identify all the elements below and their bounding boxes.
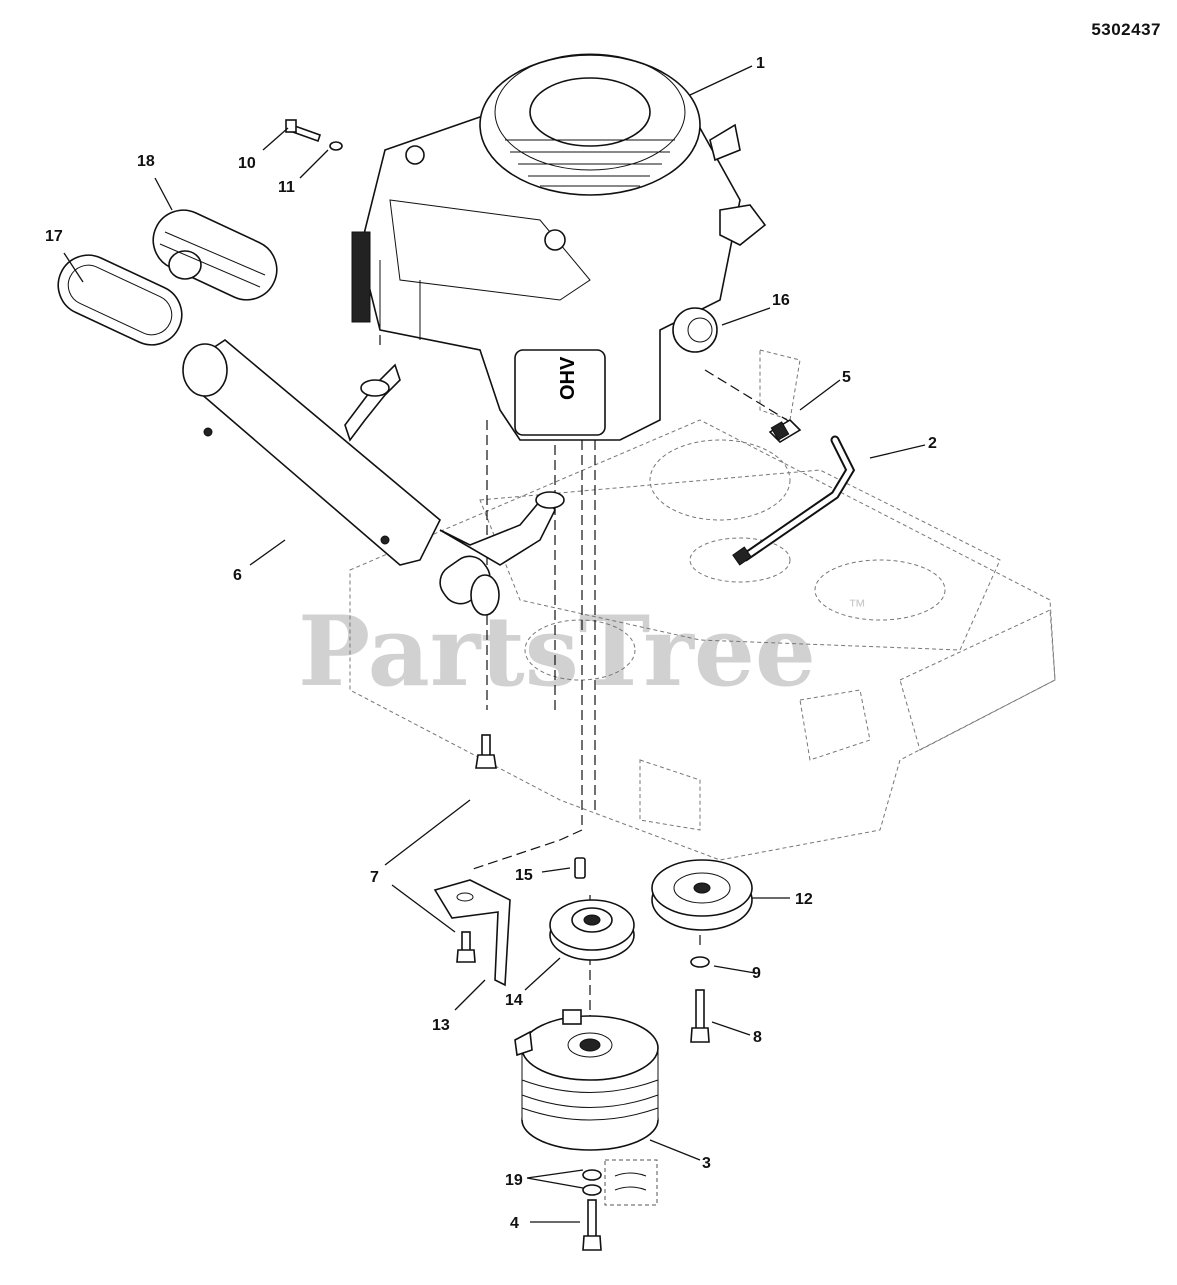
pulley-item-14 [549, 899, 635, 961]
callout-3: 3 [702, 1155, 711, 1172]
callout-8: 8 [753, 1029, 762, 1046]
callout-5: 5 [842, 369, 851, 386]
bolt-item-4 [582, 1199, 602, 1251]
engine-side-panel [351, 231, 371, 323]
fuel-hose-item-2 [732, 435, 856, 566]
engine-cooling-fins [505, 139, 675, 187]
mower-frame [349, 349, 1056, 861]
callout-12: 12 [795, 891, 813, 908]
bolt-item-8 [690, 989, 710, 1043]
callout-18: 18 [137, 153, 155, 170]
screw-item-10 [285, 119, 322, 143]
callout-9: 9 [752, 965, 761, 982]
callout-labels: 1 2 3 4 5 6 7 8 9 10 11 12 13 14 15 16 1… [45, 55, 937, 1232]
callout-10: 10 [238, 155, 256, 172]
callout-16: 16 [772, 292, 790, 309]
watermark: PartsTree [298, 595, 816, 708]
watermark-trademark: ™ [848, 596, 866, 616]
diagram-number: 5302437 [1091, 20, 1161, 39]
bolt-item-7-upper [475, 734, 497, 769]
callout-11: 11 [278, 179, 295, 196]
callout-19: 19 [505, 1172, 523, 1189]
clutch-item-3 [514, 1009, 659, 1151]
callout-14: 14 [505, 992, 523, 1009]
callout-15: 15 [515, 867, 533, 884]
idler-pulley-item-12 [651, 859, 753, 931]
bracket-item-13 [433, 879, 511, 987]
muffler [182, 339, 565, 616]
callout-6: 6 [233, 567, 242, 584]
callout-1: 1 [756, 55, 765, 72]
callout-2: 2 [928, 435, 937, 452]
callout-leaders [63, 65, 926, 1223]
fuel-fitting-item-5 [768, 418, 802, 444]
air-filter-outer [57, 254, 183, 346]
callout-17: 17 [45, 228, 63, 245]
washer-item-11 [329, 141, 343, 151]
callout-4: 4 [510, 1215, 519, 1232]
air-filter-element [152, 209, 278, 301]
callout-13: 13 [432, 1017, 450, 1034]
engine: OHV [351, 53, 767, 441]
engine-badge: OHV [557, 356, 579, 400]
key-item-15 [574, 857, 586, 879]
washers-item-19 [582, 1159, 658, 1206]
callout-7: 7 [370, 869, 379, 886]
washer-item-9 [690, 956, 710, 968]
bolt-item-7-lower [456, 931, 476, 963]
